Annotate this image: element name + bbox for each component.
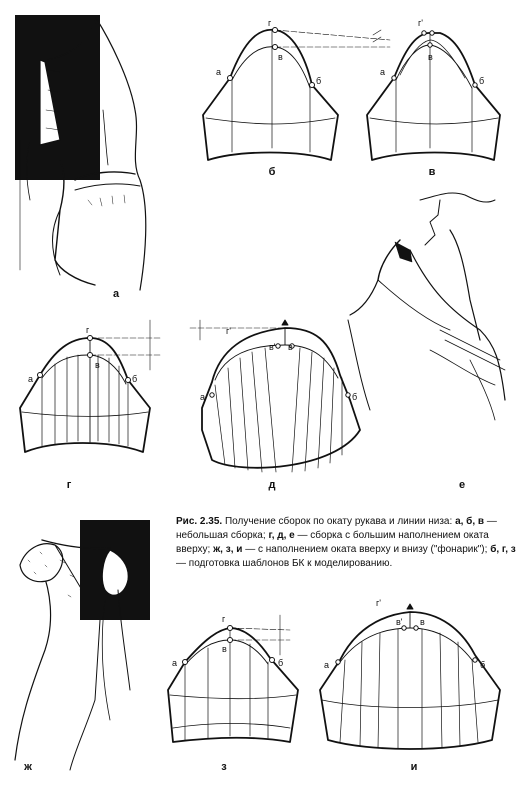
pt-b-v: в [278,52,283,62]
caption-fig-no: Рис. 2.35. [176,516,223,527]
panel-label-d: д [268,479,276,491]
panel-label-i: и [410,761,418,773]
pt-g-a: а [28,374,33,384]
panel-label-b: б [268,166,276,178]
pattern-b-sleeve [202,27,391,161]
figure-caption: Рис. 2.35. Получение сборок по окату рук… [176,515,522,571]
pt-z-a: а [172,658,177,668]
caption-bold-1: а, б, в [455,516,485,527]
pt-g-b: б [132,374,137,384]
pt-v-g: г' [418,18,423,28]
caption-bold-4: б, г, з [490,544,516,555]
pt-d-a: а [200,392,205,402]
pt-i-b: б [480,660,485,670]
pt-z-v: в [222,644,227,654]
pt-v-b: б [479,76,484,86]
pt-d-v2: в [288,342,293,352]
pt-b-b: б [316,76,321,86]
figure-a-back-view [15,15,147,291]
pattern-z-sleeve [167,614,299,743]
figure-zh-lantern-sleeve [14,520,150,771]
pattern-g-sleeve [19,319,161,453]
pattern-d-sleeve [189,319,361,473]
caption-bold-3: ж, з, и [213,544,243,555]
point-letters: г в а б г' в а б г в а б г' в' в а б г в… [28,18,485,670]
panel-label-z: з [221,761,227,773]
pt-b-a: а [216,67,221,77]
caption-part-2: — небольшая сборка; [176,516,497,541]
panel-label-e: е [458,479,466,491]
pt-d-g: г' [226,326,231,336]
pt-i-v1: в' [396,617,403,627]
figure-e-side-view [347,192,506,421]
pattern-i-sleeve [319,603,501,750]
panel-label-v: в [428,166,436,178]
pt-g-g: г [86,325,90,335]
pt-d-v1: в' [269,342,276,352]
pattern-v-sleeve [366,29,501,161]
pt-d-b: б [352,392,357,402]
pt-b-g: г [268,18,272,28]
caption-part-3: — сборка с большим наполнением оката вве… [176,530,489,555]
pt-v-a: а [380,67,385,77]
pt-i-v2: в [420,617,425,627]
caption-bold-2: г, д, е [268,530,295,541]
caption-part-1: Получение сборок по окату рукава и линии… [222,516,456,527]
pt-z-g: г [222,614,226,624]
pt-g-v: в [95,360,100,370]
caption-part-4: — с наполнением оката вверху и внизу ("ф… [242,544,491,555]
caption-part-5: — подготовка шаблонов БК к моделированию… [176,558,393,569]
panel-label-g: г [66,479,72,491]
pt-z-b: б [278,658,283,668]
pt-v-v: в [428,52,433,62]
panel-label-a: а [112,288,120,300]
panel-label-zh: ж [24,761,32,773]
pt-i-g: г' [376,598,381,608]
pt-i-a: а [324,660,329,670]
